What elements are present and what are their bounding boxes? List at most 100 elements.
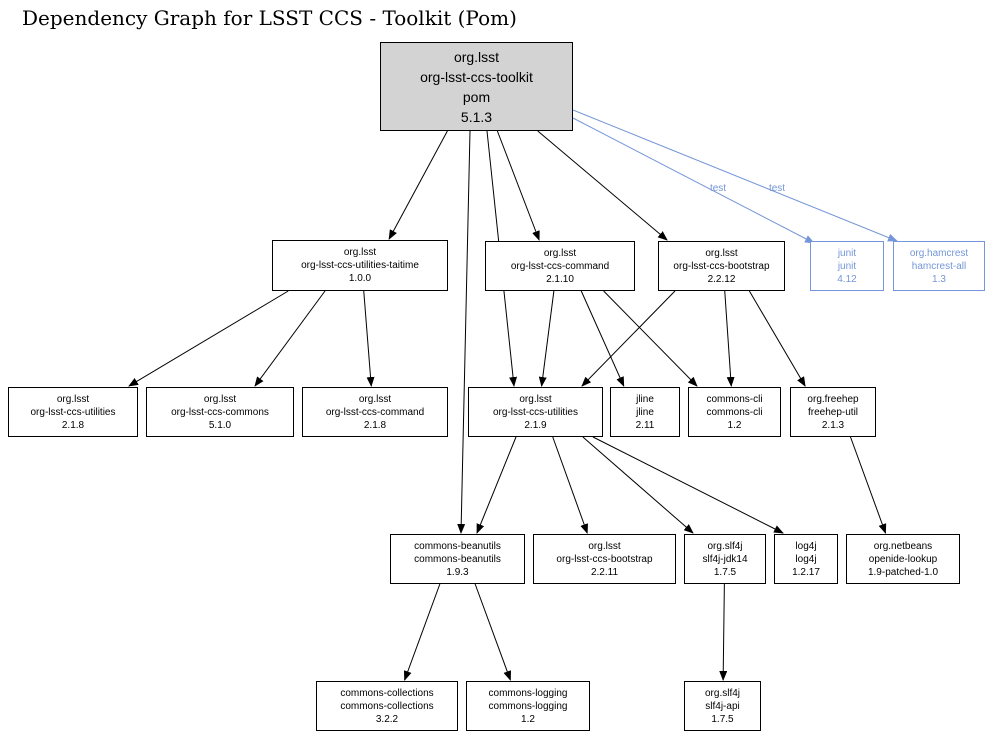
node-slf4japi-line: 1.7.5 bbox=[711, 713, 734, 725]
node-hamcrest-line: hamcrest-all bbox=[911, 260, 967, 272]
node-log4j-line: 1.2.17 bbox=[792, 566, 820, 578]
node-root-line: 5.1.3 bbox=[460, 108, 493, 125]
node-slf4japi-line: org.slf4j bbox=[704, 687, 740, 699]
node-command218-line: org-lsst-ccs-command bbox=[325, 406, 425, 418]
node-freehep-line: org.freehep bbox=[807, 393, 859, 405]
node-bootstrap2211-line: org.lsst bbox=[588, 540, 621, 552]
node-taitime-line: org.lsst bbox=[343, 247, 377, 258]
node-slf4jjdk14-line: slf4j-jdk14 bbox=[702, 553, 748, 565]
edge-bootstrap2212-to-commonscli bbox=[724, 290, 735, 387]
node-utilities219-line: 2.1.9 bbox=[524, 419, 547, 431]
node-slf4japi-line: slf4j-api bbox=[705, 700, 740, 712]
edge-bootstrap2212-to-utilities219 bbox=[581, 290, 676, 387]
node-slf4jjdk14-line: 1.7.5 bbox=[713, 566, 737, 578]
node-hamcrest-line: org.hamcrest bbox=[909, 247, 969, 259]
edge-slf4jjdk14-to-slf4japi bbox=[719, 583, 728, 681]
node-junit-line: 4.12 bbox=[837, 273, 857, 285]
node-junit-line: junit bbox=[837, 260, 857, 272]
node-logging-line: commons-logging bbox=[488, 687, 568, 699]
node-collections-line: commons-collections bbox=[340, 700, 434, 712]
edge-label-root-hamcrest: test bbox=[769, 183, 785, 194]
edge-utilities219-to-bootstrap2211 bbox=[552, 436, 588, 534]
node-commonscli-line: commons-cli bbox=[706, 393, 763, 405]
node-utilities219-line: org.lsst bbox=[519, 393, 552, 405]
edge-command2110-to-commonscli bbox=[603, 290, 698, 387]
node-root-line: org-lsst-ccs-toolkit bbox=[420, 68, 533, 85]
node-freehep-line: 2.1.3 bbox=[821, 419, 845, 431]
node-freehep-line: freehep-util bbox=[807, 406, 859, 418]
node-taitime-line: org-lsst-ccs-utilities-taitime bbox=[301, 260, 419, 271]
edge-beanutils-to-logging bbox=[474, 583, 512, 681]
node-jline-line: jline bbox=[636, 393, 654, 405]
edge-taitime-to-utilities218 bbox=[128, 290, 289, 387]
node-slf4jjdk14-line: org.slf4j bbox=[707, 540, 743, 552]
node-root-line: pom bbox=[462, 88, 491, 105]
node-commons510-line: org.lsst bbox=[203, 393, 237, 405]
graph-title: Dependency Graph for LSST CCS - Toolkit … bbox=[22, 6, 517, 30]
edge-root-to-command2110 bbox=[496, 130, 540, 241]
node-bootstrap2212-line: 2.2.12 bbox=[707, 273, 736, 285]
node-utilities218-line: 2.1.8 bbox=[61, 419, 85, 431]
node-openide-line: openide-lookup bbox=[868, 553, 938, 565]
node-collections-line: 3.2.2 bbox=[375, 713, 399, 725]
edge-root-to-beanutils bbox=[457, 130, 471, 534]
node-openide-line: org.netbeans bbox=[873, 540, 933, 552]
node-beanutils-line: commons-beanutils bbox=[414, 553, 501, 565]
node-jline-line: 2.11 bbox=[635, 419, 655, 431]
node-commons510-line: org-lsst-ccs-commons bbox=[171, 406, 269, 418]
node-log4j-line: log4j bbox=[795, 540, 817, 552]
node-logging-line: commons-logging bbox=[488, 700, 568, 712]
node-command218-line: 2.1.8 bbox=[363, 419, 387, 431]
edge-utilities219-to-slf4jjdk14 bbox=[582, 436, 694, 534]
node-utilities218-line: org.lsst bbox=[56, 393, 90, 405]
node-commonscli-line: commons-cli bbox=[706, 406, 763, 418]
edge-utilities219-to-beanutils bbox=[476, 436, 517, 534]
node-command218-line: org.lsst bbox=[358, 393, 392, 405]
node-commonscli-line: 1.2 bbox=[727, 419, 742, 431]
node-command2110-line: org-lsst-ccs-command bbox=[510, 260, 610, 272]
edge-utilities219-to-log4j bbox=[592, 436, 784, 534]
node-utilities219-line: org-lsst-ccs-utilities bbox=[492, 406, 578, 418]
node-root-line: org.lsst bbox=[453, 48, 500, 65]
node-jline-line: jline bbox=[636, 406, 654, 418]
edge-command2110-to-jline bbox=[580, 290, 625, 387]
node-command2110-line: 2.1.10 bbox=[546, 273, 574, 285]
node-beanutils-line: 1.9.3 bbox=[446, 566, 469, 578]
node-log4j-line: log4j bbox=[795, 553, 817, 565]
edge-freehep-to-openide bbox=[850, 436, 887, 534]
edge-taitime-to-commons510 bbox=[254, 290, 326, 387]
node-bootstrap2212-line: org.lsst bbox=[705, 247, 738, 259]
node-taitime-line: 1.0.0 bbox=[348, 273, 372, 284]
node-taitime: org.lsst org-lsst-ccs-utilities-taitime 1.… bbox=[272, 240, 448, 291]
edge-beanutils-to-collections bbox=[403, 583, 441, 681]
edge-root-to-bootstrap2212 bbox=[537, 130, 668, 241]
node-bootstrap2212-line: org-lsst-ccs-bootstrap bbox=[673, 260, 770, 272]
node-bootstrap2211-line: 2.2.11 bbox=[590, 566, 619, 578]
edge-command2110-to-utilities219 bbox=[538, 290, 555, 387]
edge-root-to-hamcrest bbox=[572, 109, 898, 242]
edge-label-root-junit: test bbox=[710, 183, 726, 194]
node-beanutils-line: commons-beanutils bbox=[414, 540, 501, 552]
node-logging-line: 1.2 bbox=[521, 713, 535, 725]
node-bootstrap2211-line: org-lsst-ccs-bootstrap bbox=[556, 553, 653, 565]
node-utilities218-line: org-lsst-ccs-utilities bbox=[30, 406, 116, 418]
